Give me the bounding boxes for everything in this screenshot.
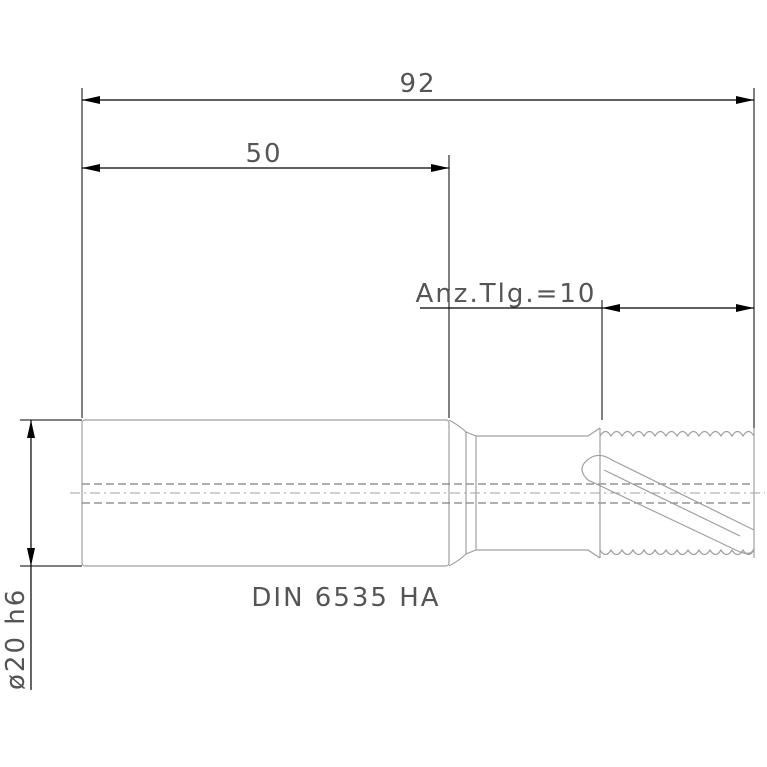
- tool-outline: [70, 419, 765, 567]
- arrow-left: [82, 164, 100, 172]
- arrow-left: [82, 96, 100, 104]
- arrow-top: [27, 420, 35, 438]
- thread-flute-upper: [589, 454, 755, 531]
- thread-profile-bottom: [599, 548, 755, 556]
- arrow-right: [736, 96, 754, 104]
- arrow-bottom: [27, 548, 35, 566]
- dimension-thread-length: Anz.Tlg.=10: [416, 279, 754, 420]
- dimension-shank-length: 50: [82, 139, 450, 418]
- dimension-text-50: 50: [245, 139, 282, 169]
- tool-shank: [81, 419, 450, 567]
- dimension-overall-length: 92: [81, 69, 755, 430]
- standard-label: DIN 6535 HA: [251, 583, 440, 613]
- dimension-text-92: 92: [399, 69, 436, 99]
- tool-thread: [581, 428, 755, 558]
- dimension-shank-diameter: ø20 h6: [1, 419, 82, 690]
- dimension-text-thread: Anz.Tlg.=10: [416, 279, 597, 309]
- tool-neck-top: [448, 419, 601, 437]
- arrow-right: [736, 304, 754, 312]
- thread-flute-inner: [603, 469, 741, 537]
- tool-neck-bottom: [448, 549, 601, 567]
- thread-profile-top: [599, 430, 755, 438]
- thread-flute-lower: [581, 457, 755, 554]
- dimension-text-diameter: ø20 h6: [1, 588, 31, 690]
- arrow-right: [431, 164, 449, 172]
- arrow-left: [602, 304, 620, 312]
